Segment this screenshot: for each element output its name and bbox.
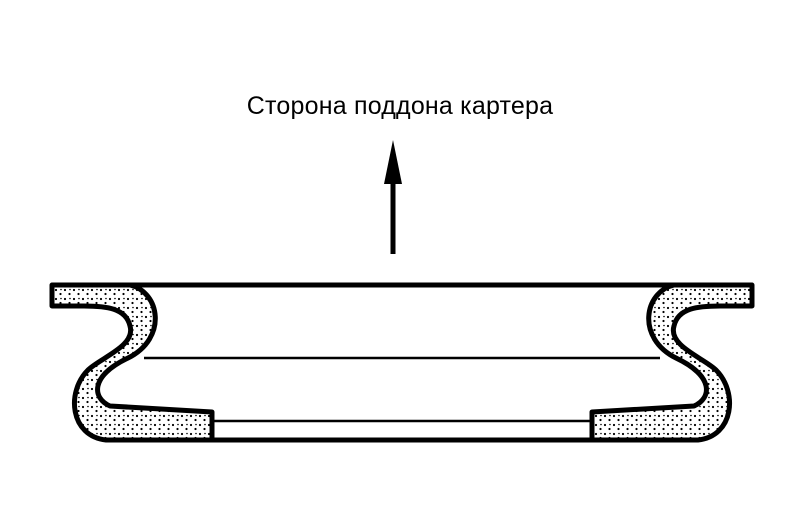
left-seal-bead <box>49 282 215 443</box>
right-seal-bead <box>589 282 755 443</box>
lower-carrier-strip <box>212 419 592 443</box>
up-arrow-icon <box>384 140 402 254</box>
direction-label: Сторона поддона картера <box>246 92 554 120</box>
